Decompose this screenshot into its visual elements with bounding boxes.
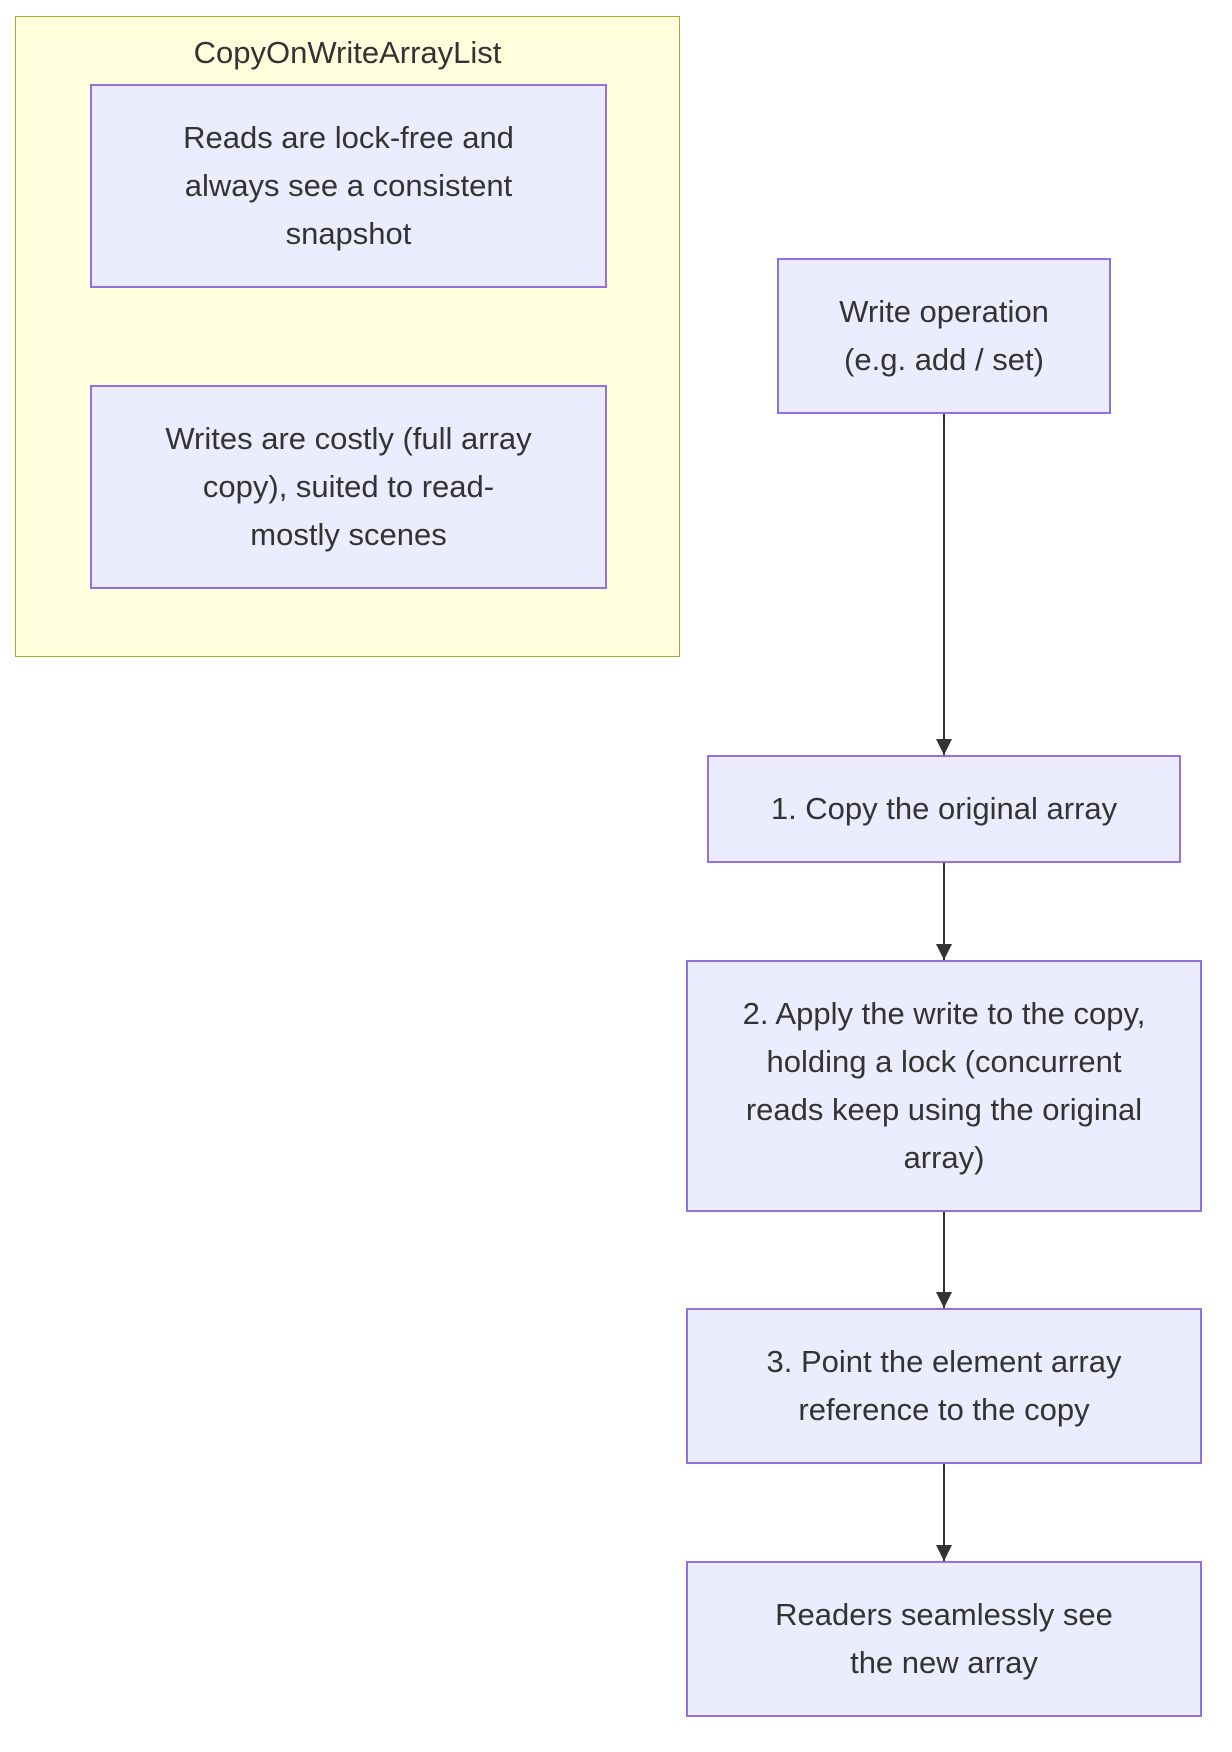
note-writes-costly: Writes are costly (full array copy), sui… — [90, 385, 607, 589]
node-copy-array-label: 1. Copy the original array — [770, 791, 1118, 826]
note-reads-lock-free: Reads are lock-free and always see a con… — [90, 84, 607, 288]
node-readers-see-new: Readers seamlessly see the new array — [686, 1561, 1202, 1717]
note-reads-lock-free-label: Reads are lock-free and always see a con… — [183, 120, 514, 251]
node-readers-see-new-label: Readers seamlessly see the new array — [775, 1597, 1113, 1680]
note-writes-costly-label: Writes are costly (full array copy), sui… — [165, 421, 532, 552]
cluster-title: CopyOnWriteArrayList — [193, 35, 502, 70]
node-apply-write-label: 2. Apply the write to the copy, holding … — [742, 996, 1146, 1175]
node-write-operation-label: Write operation (e.g. add / set) — [839, 294, 1049, 377]
node-point-reference: 3. Point the element array reference to … — [686, 1308, 1202, 1464]
node-write-operation: Write operation (e.g. add / set) — [777, 258, 1111, 414]
node-copy-array: 1. Copy the original array — [707, 755, 1181, 863]
node-apply-write: 2. Apply the write to the copy, holding … — [686, 960, 1202, 1212]
node-point-reference-label: 3. Point the element array reference to … — [766, 1344, 1122, 1427]
